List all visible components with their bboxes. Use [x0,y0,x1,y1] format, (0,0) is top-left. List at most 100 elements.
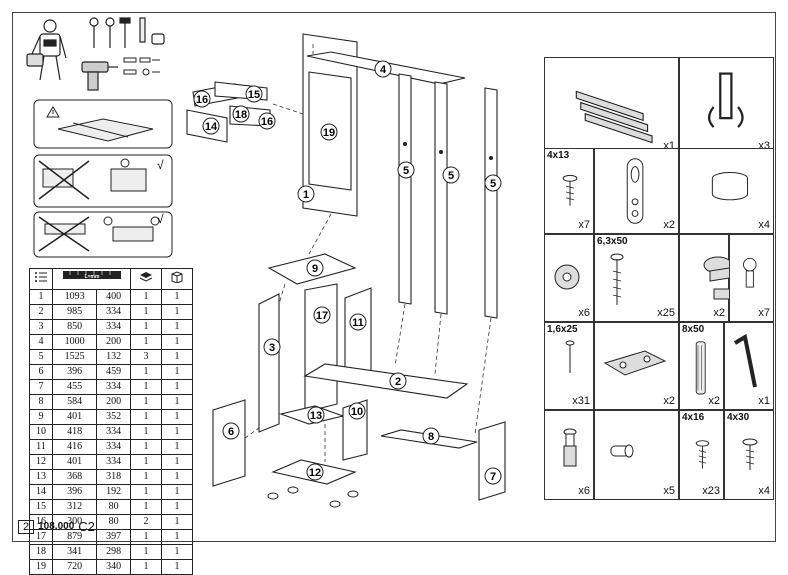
table-cell: 312 [51,499,98,515]
table-cell: 341 [51,544,98,560]
hardware-quantity: x5 [663,485,675,497]
table-cell: 12 [29,454,53,470]
table-cell: 459 [96,364,131,380]
model-name: C2 [78,519,95,534]
table-cell: 3 [29,319,53,335]
worker-icon [26,19,67,81]
plank [484,87,498,319]
product-code: 108.000 [38,521,75,532]
warning-panels: √ √ [33,99,173,258]
hardware-size-label: 4x16 [682,412,705,423]
table-cell: 850 [51,319,98,335]
part-label-5: 5 [442,166,460,184]
table-cell: 334 [96,319,131,335]
part-label-7: 7 [484,467,502,485]
table-cell: 80 [96,514,131,530]
page-number: 2 [18,519,35,534]
table-cell: 1 [161,514,193,530]
svg-text:18: 18 [235,109,247,121]
part-label-13: 13 [307,406,325,424]
hardware-item-allen-key: x1 [724,322,774,410]
table-cell: 1 [130,454,162,470]
table-cell: 1 [130,304,162,320]
table-cell: 2 [130,514,162,530]
table-cell: 7 [29,379,53,395]
table-cell: 11 [29,439,53,455]
check-mark: √ [157,158,164,172]
table-cell: 5 [29,349,53,365]
table-cell: 1 [29,289,53,305]
table-cell: 334 [96,379,131,395]
svg-text:1: 1 [303,189,309,201]
table-cell: 1 [161,349,193,365]
part-label-16: 16 [258,112,276,130]
long-shelf [303,363,469,399]
hardware-item-shelf-pin: x7 [729,234,774,322]
footer: 2 108.000 C2 [18,519,95,534]
svg-text:7: 7 [490,471,496,483]
hardware-size-label: 6,3x50 [597,236,628,247]
table-cell: 1 [130,469,162,485]
table-cell: 3 [130,349,162,365]
table-cell: 985 [51,304,98,320]
hardware-item-coat-hook: x3 [679,57,774,155]
table-cell: 397 [96,529,131,545]
hardware-item-hinge: x2 [679,234,730,322]
hardware-size-label: 4x13 [547,150,570,161]
plank [398,73,412,305]
hardware-quantity: x31 [572,395,590,407]
part-label-15: 15 [245,85,263,103]
part-label-5: 5 [484,174,502,192]
table-cell: 400 [96,289,131,305]
table-cell: 13 [29,469,53,485]
part-label-2: 2 [389,372,407,390]
table-cell: 298 [96,544,131,560]
svg-text:16: 16 [196,94,208,106]
tools-illustration [26,17,165,91]
table-cell: 200 [96,394,131,410]
svg-text:14: 14 [205,121,218,133]
table-cell: 334 [96,424,131,440]
table-cell: 368 [51,469,98,485]
table-cell: 1 [130,334,162,350]
hardware-quantity: x25 [657,307,675,319]
hardware-quantity: x2 [713,307,725,319]
table-cell: 1 [130,424,162,440]
hardware-item-pin: x5 [594,410,679,500]
bits-icon [123,57,160,76]
table-cell: 2 [29,304,53,320]
table-cell: 455 [51,379,98,395]
parts-table-header: L=mm [29,268,193,290]
hardware-quantity: x1 [663,140,675,152]
part-label-12: 12 [306,463,324,481]
door-panel [304,283,338,413]
hardware-quantity: x1 [758,395,770,407]
side-panel [258,293,280,433]
part-label-6: 6 [222,422,240,440]
table-cell: 1 [130,319,162,335]
table-cell: 19 [29,559,53,575]
hardware-quantity: x3 [758,140,770,152]
hardware-quantity: x4 [758,485,770,497]
table-cell: 1 [130,364,162,380]
wrong-carrying-icon [38,216,160,252]
part-label-18: 18 [232,105,250,123]
plank [434,81,448,315]
hardware-item-furniture-foot: x4 [679,148,774,234]
floor-protection-icon [57,118,154,142]
table-cell: 318 [96,469,131,485]
table-cell: 192 [96,484,131,500]
hardware-item-connector-plate: x2 [594,322,679,410]
part-label-3: 3 [263,338,281,356]
warning-triangle-icon [46,106,60,118]
